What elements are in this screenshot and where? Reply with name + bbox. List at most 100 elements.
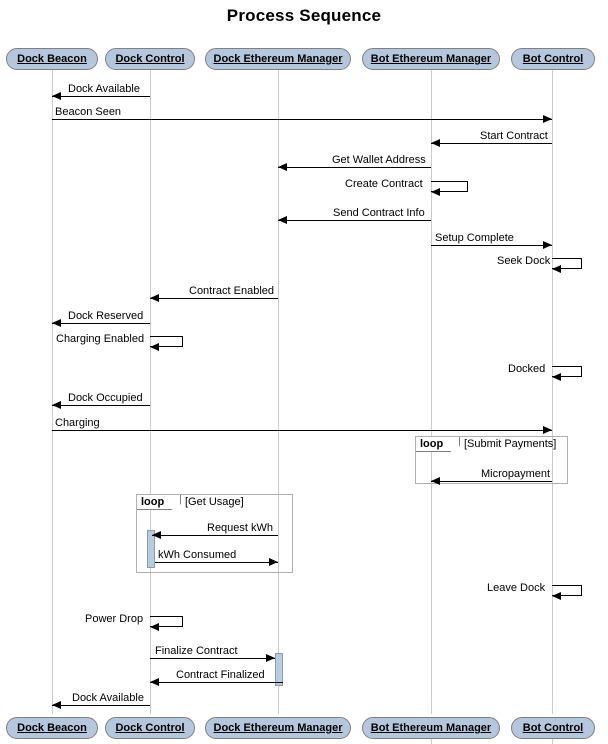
arrowhead-right-icon	[266, 654, 275, 662]
message-line	[150, 658, 275, 659]
activation-dock-ethereum-manager	[275, 653, 283, 686]
participant-dock-ethereum-manager-bottom[interactable]: Dock Ethereum Manager	[205, 717, 351, 739]
message-line	[278, 220, 431, 221]
lifeline-stub-bot-ethereum-manager	[431, 734, 432, 744]
message-line	[152, 535, 278, 536]
lifeline-dock-beacon	[52, 70, 53, 714]
fragment-submit-payments: loop [Submit Payments]	[415, 436, 568, 484]
self-message-loop	[150, 336, 183, 347]
participant-label: Dock Ethereum Manager	[213, 53, 343, 65]
self-message-loop	[552, 258, 582, 269]
activation-dock-control	[147, 530, 155, 568]
message-label: Leave Dock	[487, 582, 546, 594]
message-label: Contract Enabled	[189, 285, 274, 297]
message-label: Send Contract Info	[333, 207, 425, 219]
arrowhead-right-icon	[543, 115, 552, 123]
fragment-operator-label: loop	[141, 496, 165, 508]
message-label: kWh Consumed	[158, 549, 237, 561]
arrowhead-left-icon	[52, 701, 61, 709]
message-label: Contract Finalized	[176, 669, 265, 681]
message-line	[155, 562, 278, 563]
arrowhead-left-icon	[52, 401, 61, 409]
arrowhead-left-icon	[431, 139, 440, 147]
message-label: Create Contract	[345, 178, 423, 190]
participant-label: Dock Beacon	[17, 722, 87, 734]
message-label: Charging	[55, 417, 100, 429]
message-line	[52, 405, 150, 406]
participant-label: Dock Control	[115, 722, 185, 734]
participant-dock-beacon-top[interactable]: Dock Beacon	[6, 48, 98, 70]
participant-label: Bot Control	[522, 53, 584, 65]
message-line	[431, 143, 552, 144]
message-label: Dock Occupied	[68, 392, 143, 404]
arrowhead-left-icon	[278, 163, 287, 171]
message-line	[52, 119, 552, 120]
message-line	[150, 682, 283, 683]
message-label: Docked	[508, 363, 546, 375]
fragment-guard-label: [Submit Payments]	[464, 438, 557, 450]
lifeline-dock-ethereum-manager	[278, 70, 279, 714]
participant-dock-control-bottom[interactable]: Dock Control	[105, 717, 195, 739]
fragment-operator-tab: loop	[137, 495, 181, 510]
message-label: Charging Enabled	[56, 333, 145, 345]
participant-label: Bot Control	[522, 722, 584, 734]
participant-dock-beacon-bottom[interactable]: Dock Beacon	[6, 717, 98, 739]
message-label: Power Drop	[85, 613, 144, 625]
fragment-guard-label: [Get Usage]	[185, 496, 244, 508]
self-message-loop	[431, 181, 468, 192]
arrowhead-right-icon	[269, 558, 278, 566]
participant-bot-ethereum-manager-bottom[interactable]: Bot Ethereum Manager	[362, 717, 500, 739]
fragment-get-usage: loop [Get Usage]	[136, 494, 293, 573]
participant-bot-control-top[interactable]: Bot Control	[511, 48, 595, 70]
message-line	[278, 167, 431, 168]
arrowhead-left-icon	[278, 216, 287, 224]
message-label: Request kWh	[207, 522, 274, 534]
lifeline-stub-bot-control	[552, 734, 553, 744]
participant-label: Dock Beacon	[17, 53, 87, 65]
message-line	[431, 245, 552, 246]
participant-label: Bot Ethereum Manager	[370, 53, 492, 65]
arrowhead-left-icon	[431, 188, 440, 196]
participant-bot-control-bottom[interactable]: Bot Control	[511, 717, 595, 739]
arrowhead-left-icon	[52, 92, 61, 100]
message-label: Dock Available	[68, 83, 140, 95]
message-label: Get Wallet Address	[332, 154, 426, 166]
message-label: Beacon Seen	[55, 106, 122, 118]
page-title: Process Sequence	[226, 6, 382, 25]
message-line	[150, 298, 278, 299]
participant-label: Dock Ethereum Manager	[213, 722, 343, 734]
message-label: Start Contract	[480, 130, 548, 142]
arrowhead-left-icon	[552, 592, 561, 600]
arrowhead-left-icon	[431, 477, 440, 485]
self-message-loop	[150, 616, 183, 627]
message-label: Setup Complete	[435, 232, 514, 244]
arrowhead-right-icon	[543, 241, 552, 249]
arrowhead-right-icon	[543, 426, 552, 434]
arrowhead-left-icon	[150, 623, 159, 631]
self-message-loop	[552, 366, 582, 377]
arrowhead-left-icon	[552, 373, 561, 381]
arrowhead-left-icon	[52, 319, 61, 327]
message-line	[52, 96, 150, 97]
participant-dock-ethereum-manager-top[interactable]: Dock Ethereum Manager	[205, 48, 351, 70]
arrowhead-left-icon	[150, 678, 159, 686]
message-label: Finalize Contract	[155, 645, 238, 657]
arrowhead-left-icon	[150, 343, 159, 351]
message-line	[52, 705, 150, 706]
message-label: Seek Dock	[497, 255, 551, 267]
arrowhead-left-icon	[552, 265, 561, 273]
fragment-operator-tab: loop	[416, 437, 460, 452]
message-label: Dock Reserved	[68, 310, 144, 322]
participant-label: Dock Control	[115, 53, 185, 65]
participant-bot-ethereum-manager-top[interactable]: Bot Ethereum Manager	[362, 48, 500, 70]
arrowhead-left-icon	[150, 294, 159, 302]
self-message-loop	[552, 585, 582, 596]
fragment-operator-label: loop	[420, 438, 444, 450]
arrowhead-left-icon	[152, 531, 161, 539]
message-line	[431, 481, 552, 482]
participant-dock-control-top[interactable]: Dock Control	[105, 48, 195, 70]
message-label: Dock Available	[72, 692, 144, 704]
lifeline-bot-ethereum-manager	[431, 70, 432, 714]
lifeline-dock-control	[150, 70, 151, 714]
